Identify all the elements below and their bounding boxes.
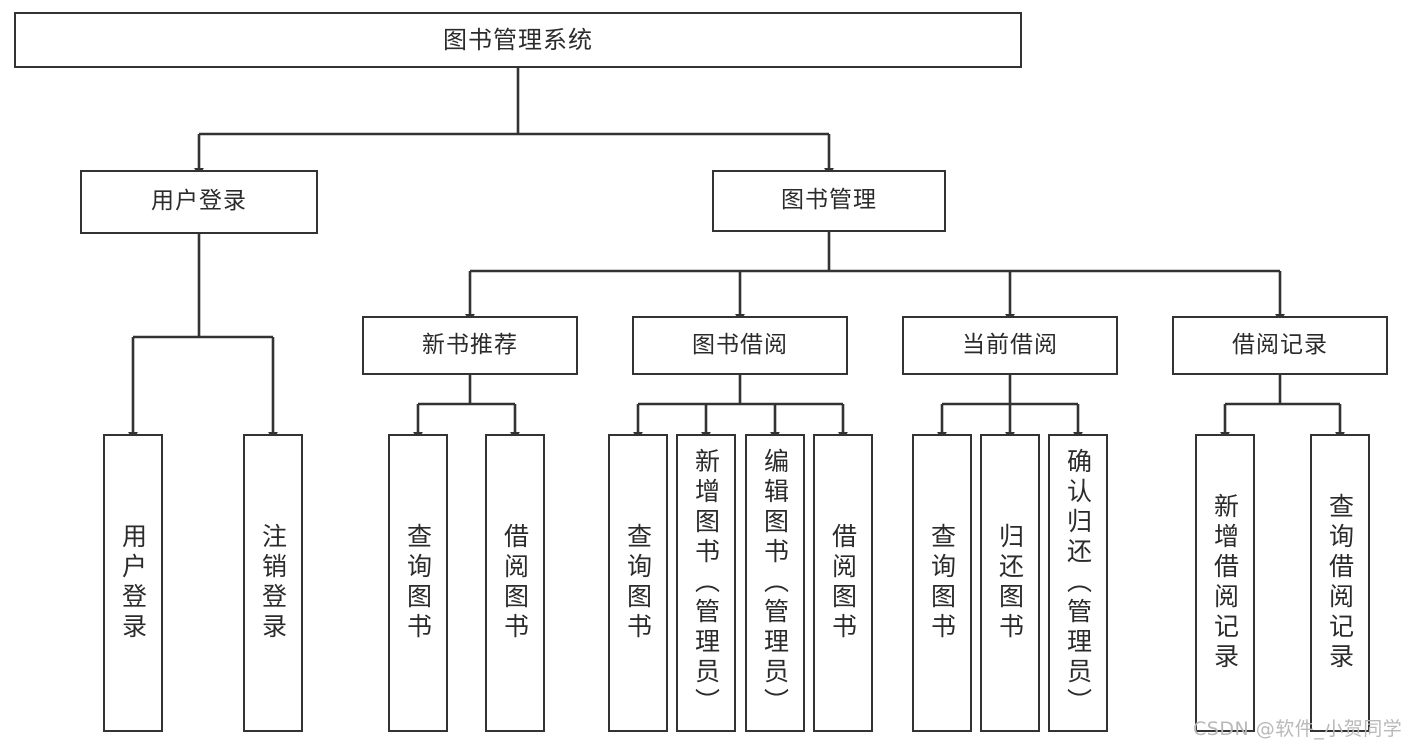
node-leaf-cb-return[interactable]: 归还图书 [980, 434, 1040, 732]
node-borrow-record[interactable]: 借阅记录 [1172, 316, 1388, 375]
node-label-leaf-bb-borrow: 借阅图书 [828, 523, 858, 643]
node-leaf-bb-query[interactable]: 查询图书 [608, 434, 668, 732]
node-label-current-borrow: 当前借阅 [962, 331, 1058, 358]
node-leaf-br-add[interactable]: 新增借阅记录 [1195, 434, 1255, 732]
node-leaf-bb-add[interactable]: 新增图书（管理员） [676, 434, 736, 732]
node-book-borrow[interactable]: 图书借阅 [632, 316, 848, 375]
node-leaf-user-logout[interactable]: 注销登录 [243, 434, 303, 732]
node-label-leaf-cb-return: 归还图书 [995, 523, 1025, 643]
node-leaf-cb-confirm[interactable]: 确认归还（管理员） [1048, 434, 1108, 732]
node-label-leaf-bb-query: 查询图书 [623, 523, 653, 643]
node-leaf-user-login[interactable]: 用户登录 [103, 434, 163, 732]
node-leaf-bb-edit[interactable]: 编辑图书（管理员） [745, 434, 805, 732]
node-label-leaf-br-query: 查询借阅记录 [1325, 493, 1355, 673]
node-leaf-bb-borrow[interactable]: 借阅图书 [813, 434, 873, 732]
node-leaf-br-query[interactable]: 查询借阅记录 [1310, 434, 1370, 732]
node-current-borrow[interactable]: 当前借阅 [902, 316, 1118, 375]
node-label-borrow-record: 借阅记录 [1232, 331, 1328, 358]
node-leaf-rec-borrow[interactable]: 借阅图书 [485, 434, 545, 732]
node-book-manage[interactable]: 图书管理 [712, 170, 946, 232]
node-label-root: 图书管理系统 [443, 25, 593, 54]
watermark-label: CSDN @软件_小贺同学 [1193, 718, 1403, 740]
node-label-book-manage: 图书管理 [781, 187, 877, 214]
node-label-leaf-cb-confirm: 确认归还（管理员） [1063, 448, 1093, 718]
node-label-book-borrow: 图书借阅 [692, 331, 788, 358]
node-new-book-rec[interactable]: 新书推荐 [362, 316, 578, 375]
node-label-leaf-user-login: 用户登录 [118, 523, 148, 643]
node-label-leaf-user-logout: 注销登录 [258, 523, 288, 643]
node-label-leaf-rec-borrow: 借阅图书 [500, 523, 530, 643]
node-label-leaf-cb-query: 查询图书 [927, 523, 957, 643]
node-label-new-book-rec: 新书推荐 [422, 331, 518, 358]
node-label-leaf-rec-query: 查询图书 [403, 523, 433, 643]
node-label-user-login: 用户登录 [151, 188, 247, 215]
node-root[interactable]: 图书管理系统 [14, 12, 1022, 68]
node-label-leaf-bb-add: 新增图书（管理员） [691, 448, 721, 718]
node-leaf-cb-query[interactable]: 查询图书 [912, 434, 972, 732]
node-label-leaf-br-add: 新增借阅记录 [1210, 493, 1240, 673]
node-leaf-rec-query[interactable]: 查询图书 [388, 434, 448, 732]
node-label-leaf-bb-edit: 编辑图书（管理员） [760, 448, 790, 718]
node-user-login[interactable]: 用户登录 [80, 170, 318, 234]
